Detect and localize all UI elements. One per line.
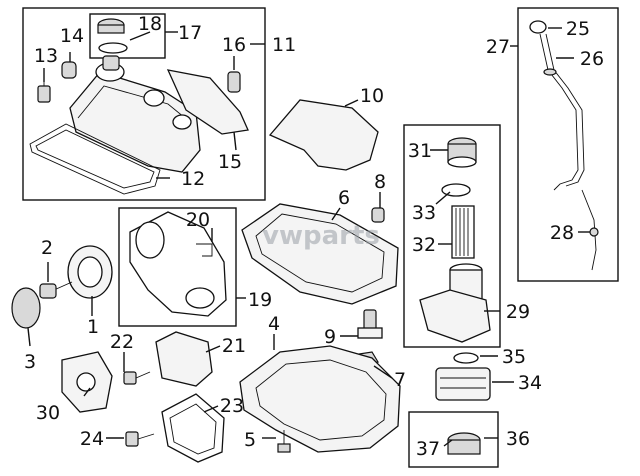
cap-3-part bbox=[11, 287, 41, 329]
callout-37: 37 bbox=[416, 438, 440, 460]
oil-cooler-34-part bbox=[435, 367, 491, 401]
cover-21-part bbox=[155, 331, 213, 387]
bolt-2-part bbox=[39, 281, 73, 299]
cover-23-part bbox=[161, 393, 225, 463]
oil-filter-32-part bbox=[451, 205, 475, 259]
air-duct-10-part bbox=[268, 99, 379, 171]
filter-housing-29-part bbox=[419, 263, 491, 343]
dipstick-part bbox=[529, 20, 599, 271]
callout-35: 35 bbox=[502, 346, 526, 368]
callout-28: 28 bbox=[550, 222, 574, 244]
timing-cover-group-box bbox=[118, 207, 237, 327]
callout-4: 4 bbox=[268, 313, 280, 335]
callout-33: 33 bbox=[412, 202, 436, 224]
callout-1: 2 bbox=[41, 237, 53, 259]
callout-31: 31 bbox=[408, 140, 432, 162]
callout-21: 21 bbox=[222, 335, 246, 357]
heat-shield-15-part bbox=[166, 69, 249, 135]
callout-24: 24 bbox=[80, 428, 104, 450]
callout-14: 14 bbox=[60, 25, 84, 47]
clip-20-part bbox=[196, 243, 213, 257]
callout-36: 36 bbox=[506, 428, 530, 450]
callout-34: 34 bbox=[518, 372, 542, 394]
seal-33-part bbox=[441, 183, 471, 197]
callout-18: 18 bbox=[138, 13, 162, 35]
callout-12: 12 bbox=[181, 168, 205, 190]
seal-35-part bbox=[453, 352, 479, 364]
callout-9: 9 bbox=[324, 326, 336, 348]
callout-8: 8 bbox=[374, 171, 386, 193]
oil-pan-upper-6-part bbox=[241, 203, 399, 305]
cover-30-part bbox=[61, 351, 113, 413]
callout-2: 1 bbox=[87, 316, 99, 338]
oil-filter-group-box bbox=[403, 124, 501, 348]
callout-6: 6 bbox=[338, 187, 350, 209]
dipstick-group-box bbox=[517, 7, 619, 282]
callout-13: 13 bbox=[34, 45, 58, 67]
valve-cover-gasket-part bbox=[29, 123, 161, 195]
sensor-16-part bbox=[227, 71, 241, 93]
callout-3: 3 bbox=[24, 351, 36, 373]
grommet-14-part bbox=[61, 61, 77, 79]
callout-30: 30 bbox=[36, 402, 60, 424]
callout-16: 16 bbox=[222, 34, 246, 56]
callout-22: 22 bbox=[110, 331, 134, 353]
callout-25: 25 bbox=[566, 18, 590, 40]
cap-37-part bbox=[447, 432, 481, 455]
callout-26: 26 bbox=[580, 48, 604, 70]
valve-cover-part bbox=[69, 55, 201, 173]
bolt-13-part bbox=[37, 70, 51, 103]
callout-19: 19 bbox=[248, 289, 272, 311]
callout-20: 20 bbox=[186, 209, 210, 231]
callout-11: 11 bbox=[272, 34, 296, 56]
oil-level-sensor-9-part bbox=[357, 309, 383, 339]
bolt-22-part bbox=[123, 371, 151, 385]
callout-27: 27 bbox=[486, 36, 510, 58]
oil-pan-lower-4-part bbox=[239, 345, 401, 453]
drain-plug-8-part bbox=[371, 207, 385, 223]
bolt-24-part bbox=[125, 431, 155, 447]
callout-15: 15 bbox=[218, 151, 242, 173]
filter-cap-31-part bbox=[447, 137, 477, 168]
callout-32: 32 bbox=[412, 234, 436, 256]
watermark-text: vwparts bbox=[262, 221, 380, 251]
timing-cover-19-part bbox=[129, 211, 227, 317]
callout-7: 7 bbox=[394, 369, 406, 391]
cap-seal-group-box bbox=[408, 411, 499, 468]
pulley-1-part bbox=[67, 245, 113, 299]
callout-23: 23 bbox=[220, 395, 244, 417]
bolt-5-part bbox=[277, 430, 291, 453]
leader-lines bbox=[27, 27, 590, 447]
oil-filler-cap-part bbox=[97, 18, 128, 54]
oil-cap-group-box bbox=[89, 13, 166, 59]
callout-17: 17 bbox=[178, 22, 202, 44]
callout-10: 10 bbox=[360, 85, 384, 107]
callout-5: 5 bbox=[244, 429, 256, 451]
callout-29: 29 bbox=[506, 301, 530, 323]
valve-cover-group-box bbox=[22, 7, 266, 201]
